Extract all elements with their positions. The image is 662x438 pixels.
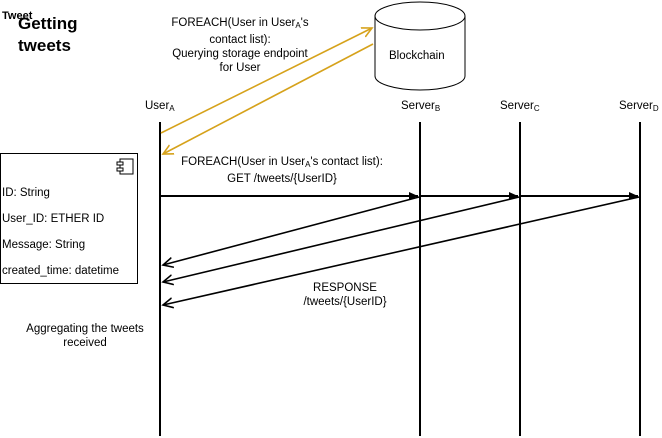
blockchain-label: Blockchain <box>389 50 445 62</box>
response-note-line-2: /tweets/{UserID} <box>303 296 387 308</box>
response-note-line-1: RESPONSE <box>313 282 377 294</box>
request-note: FOREACH(User in UserA's contact list): G… <box>170 155 394 186</box>
lifeline-sub: C <box>533 104 540 113</box>
lifeline-header-user-a: UserA <box>145 99 175 116</box>
storage-note-line-3: Querying storage endpoint <box>172 48 308 60</box>
attribute-message: Message: String <box>2 239 86 251</box>
tweet-class-box <box>0 153 138 284</box>
response-arrow-d <box>163 196 640 305</box>
aggregate-note-line-1: Aggregating the tweets <box>26 323 144 335</box>
diagram-title: Getting tweets <box>18 13 78 57</box>
blockchain-cylinder <box>374 1 466 91</box>
aggregate-note: Aggregating the tweets received <box>12 322 158 350</box>
attribute-created-time: created_time: datetime <box>2 265 119 277</box>
lifeline-sub: D <box>652 104 659 113</box>
lifeline-header-server-d: ServerD <box>619 99 659 116</box>
response-arrow-b <box>163 196 420 265</box>
request-note-sub: A <box>305 160 311 169</box>
lifeline-sub: A <box>169 104 175 113</box>
storage-query-note: FOREACH(User in UserA's contact list): Q… <box>140 16 340 75</box>
request-note-suffix: 's contact list): <box>310 156 383 168</box>
request-note-line-2: GET /tweets/{UserID} <box>227 173 337 185</box>
response-note: RESPONSE /tweets/{UserID} <box>290 281 400 309</box>
lifeline-name: Server <box>401 100 435 112</box>
storage-note-suffix: 's <box>300 17 309 29</box>
storage-note-line-1: FOREACH(User in UserA's <box>140 16 340 33</box>
lifeline-name: User <box>145 100 170 112</box>
attribute-id: ID: String <box>2 187 50 199</box>
storage-note-prefix: FOREACH(User in User <box>171 17 296 29</box>
request-note-prefix: FOREACH(User in User <box>181 156 306 168</box>
request-note-line-1: FOREACH(User in UserA's contact list): <box>170 155 394 172</box>
lifeline-name: Server <box>500 100 534 112</box>
lifeline-header-server-c: ServerC <box>500 99 540 116</box>
title-line-2: tweets <box>18 36 71 55</box>
storage-response-arrow <box>163 43 374 154</box>
storage-note-sub: A <box>295 21 301 30</box>
lifeline-header-server-b: ServerB <box>401 99 440 116</box>
attribute-user-id: User_ID: ETHER ID <box>2 213 105 225</box>
lifeline-sub: B <box>434 104 441 113</box>
response-arrow-c <box>163 196 520 282</box>
storage-note-line-4: for User <box>219 62 261 74</box>
class-name: Tweet <box>2 10 33 22</box>
aggregate-note-line-2: received <box>63 337 107 349</box>
storage-query-arrow <box>160 28 372 134</box>
lifeline-name: Server <box>619 100 653 112</box>
storage-note-line-2: contact list): <box>209 34 271 46</box>
component-icon <box>116 158 134 175</box>
title-line-1: Getting <box>18 14 78 33</box>
